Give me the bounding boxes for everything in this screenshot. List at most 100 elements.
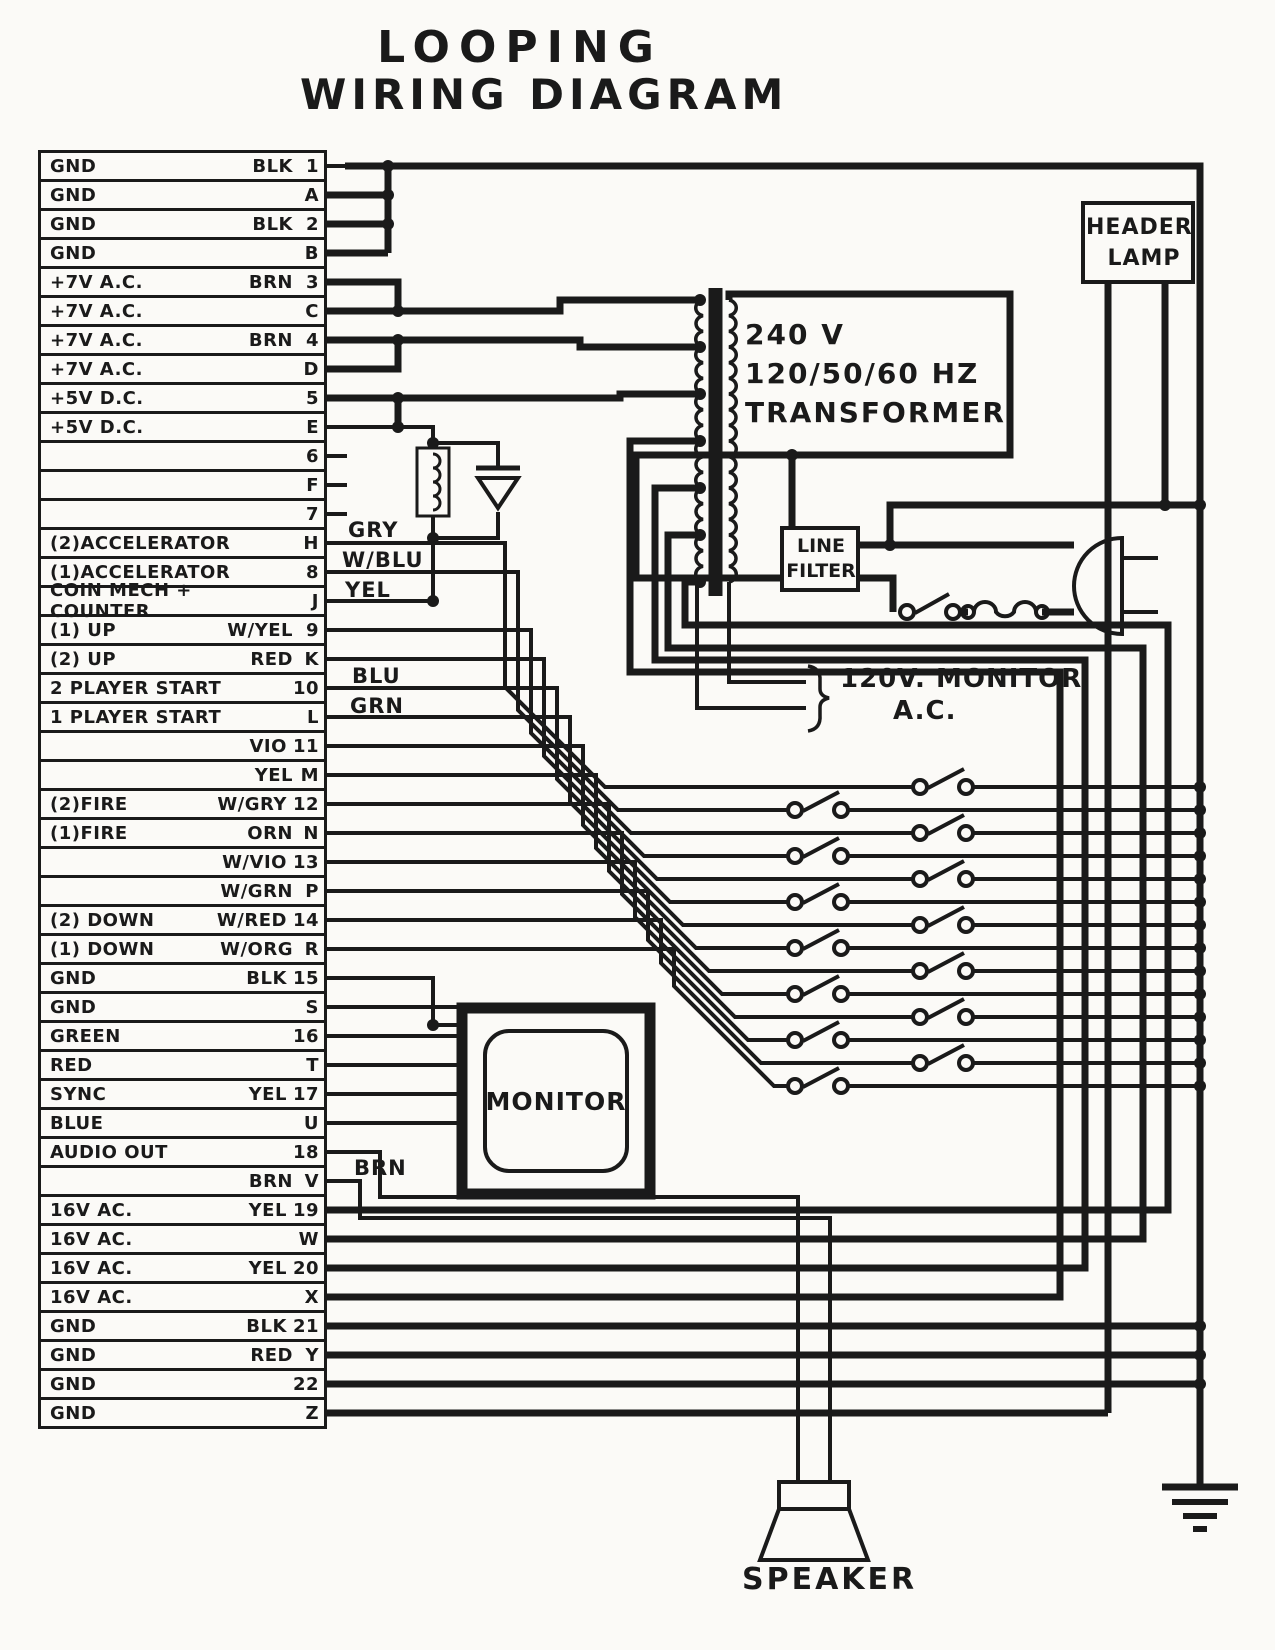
row-signal-label: GREEN bbox=[50, 1025, 121, 1047]
control-switch-icon bbox=[911, 1054, 929, 1072]
control-switch-icon bbox=[832, 939, 850, 957]
line-filter-label-line2: FILTER bbox=[786, 560, 856, 582]
row-pin-label: 7 bbox=[305, 503, 319, 525]
row-wire-color: W/VIO bbox=[222, 851, 287, 873]
row-pin-label: X bbox=[304, 1286, 319, 1308]
connector-row: +7V A.C. C bbox=[38, 295, 327, 327]
power-wires bbox=[325, 162, 1204, 1487]
control-switch-icon bbox=[786, 985, 804, 1003]
row-pin-label: C bbox=[305, 300, 319, 322]
row-wire-color: W/GRY bbox=[217, 793, 287, 815]
row-wire-color: W/RED bbox=[216, 909, 287, 931]
wire-color-label-yel: YEL bbox=[345, 578, 391, 602]
row-wire-color: BLK bbox=[246, 1315, 287, 1337]
control-switch-icon bbox=[786, 847, 804, 865]
row-signal-label: GND bbox=[50, 967, 97, 989]
row-signal-label: (2)ACCELERATOR bbox=[50, 532, 231, 554]
row-signal-label: +5V D.C. bbox=[50, 387, 144, 409]
control-switch-blade bbox=[802, 836, 840, 859]
row-wire-color: RED bbox=[250, 648, 293, 670]
connector-row: 16V AC.X bbox=[38, 1281, 327, 1313]
row-pin-label: 22 bbox=[292, 1373, 319, 1395]
control-switch-icon bbox=[832, 801, 850, 819]
fuse-icon bbox=[972, 600, 1038, 619]
row-pin-label: 11 bbox=[292, 735, 319, 757]
row-wire-color: RED bbox=[250, 1344, 293, 1366]
wire-color-label-wblu: W/BLU bbox=[342, 548, 424, 572]
row-pin-label: 2 bbox=[305, 213, 319, 235]
row-pin-label: D bbox=[303, 358, 319, 380]
row-signal-label: +5V D.C. bbox=[50, 416, 144, 438]
control-switch-icon bbox=[832, 1031, 850, 1049]
row-pin-label: W bbox=[298, 1228, 319, 1250]
control-switch-blade bbox=[927, 905, 965, 928]
row-signal-label: +7V A.C. bbox=[50, 329, 143, 351]
row-pin-label: R bbox=[304, 938, 319, 960]
row-pin-label: 1 bbox=[305, 155, 319, 177]
control-switch-icon bbox=[786, 893, 804, 911]
header-lamp-label-line2: LAMP bbox=[1107, 246, 1181, 271]
control-switch-blade bbox=[802, 928, 840, 951]
row-pin-label: F bbox=[306, 474, 319, 496]
transformer-label-frequency: 120/50/60 HZ bbox=[745, 357, 980, 390]
row-wire-color: W/YEL bbox=[227, 619, 293, 641]
transformer-label-name: TRANSFORMER bbox=[745, 396, 1006, 429]
power-switch-icon bbox=[898, 603, 916, 621]
row-signal-label: GND bbox=[50, 1344, 97, 1366]
connector-row: F bbox=[38, 469, 327, 501]
row-pin-label: 18 bbox=[292, 1141, 319, 1163]
speaker-label: SPEAKER bbox=[742, 1562, 918, 1597]
row-signal-label: +7V A.C. bbox=[50, 358, 143, 380]
control-switch-icon bbox=[911, 778, 929, 796]
row-pin-label: 13 bbox=[292, 851, 319, 873]
row-pin-label: T bbox=[306, 1054, 319, 1076]
row-signal-label: GND bbox=[50, 242, 97, 264]
control-switch-icon bbox=[957, 778, 975, 796]
control-switch-blade bbox=[927, 1043, 965, 1066]
row-wire-color: YEL bbox=[248, 1257, 287, 1279]
diode-icon bbox=[474, 476, 522, 512]
row-wire-color: W/GRN bbox=[220, 880, 293, 902]
row-signal-label: SYNC bbox=[50, 1083, 107, 1105]
connector-row: 7 bbox=[38, 498, 327, 530]
row-pin-label: E bbox=[306, 416, 319, 438]
row-signal-label: +7V A.C. bbox=[50, 300, 143, 322]
row-pin-label: L bbox=[307, 706, 319, 728]
connector-row: +7V A.C. D bbox=[38, 353, 327, 385]
row-signal-label: GND bbox=[50, 996, 97, 1018]
control-switch-icon bbox=[786, 1031, 804, 1049]
row-pin-label: 19 bbox=[292, 1199, 319, 1221]
row-wire-color: YEL bbox=[248, 1199, 287, 1221]
control-switch-icon bbox=[832, 1077, 850, 1095]
row-pin-label: 5 bbox=[305, 387, 319, 409]
row-pin-label: 9 bbox=[305, 619, 319, 641]
row-pin-label: M bbox=[300, 764, 319, 786]
wire-color-label-blu: BLU bbox=[352, 664, 401, 688]
row-pin-label: A bbox=[304, 184, 319, 206]
row-pin-label: 8 bbox=[305, 561, 319, 583]
row-pin-label: 12 bbox=[292, 793, 319, 815]
row-pin-label: 16 bbox=[292, 1025, 319, 1047]
control-switch-icon bbox=[832, 985, 850, 1003]
row-signal-label: (1) DOWN bbox=[50, 938, 155, 960]
control-switch-icon bbox=[911, 1008, 929, 1026]
row-wire-color: BRN bbox=[248, 1170, 293, 1192]
